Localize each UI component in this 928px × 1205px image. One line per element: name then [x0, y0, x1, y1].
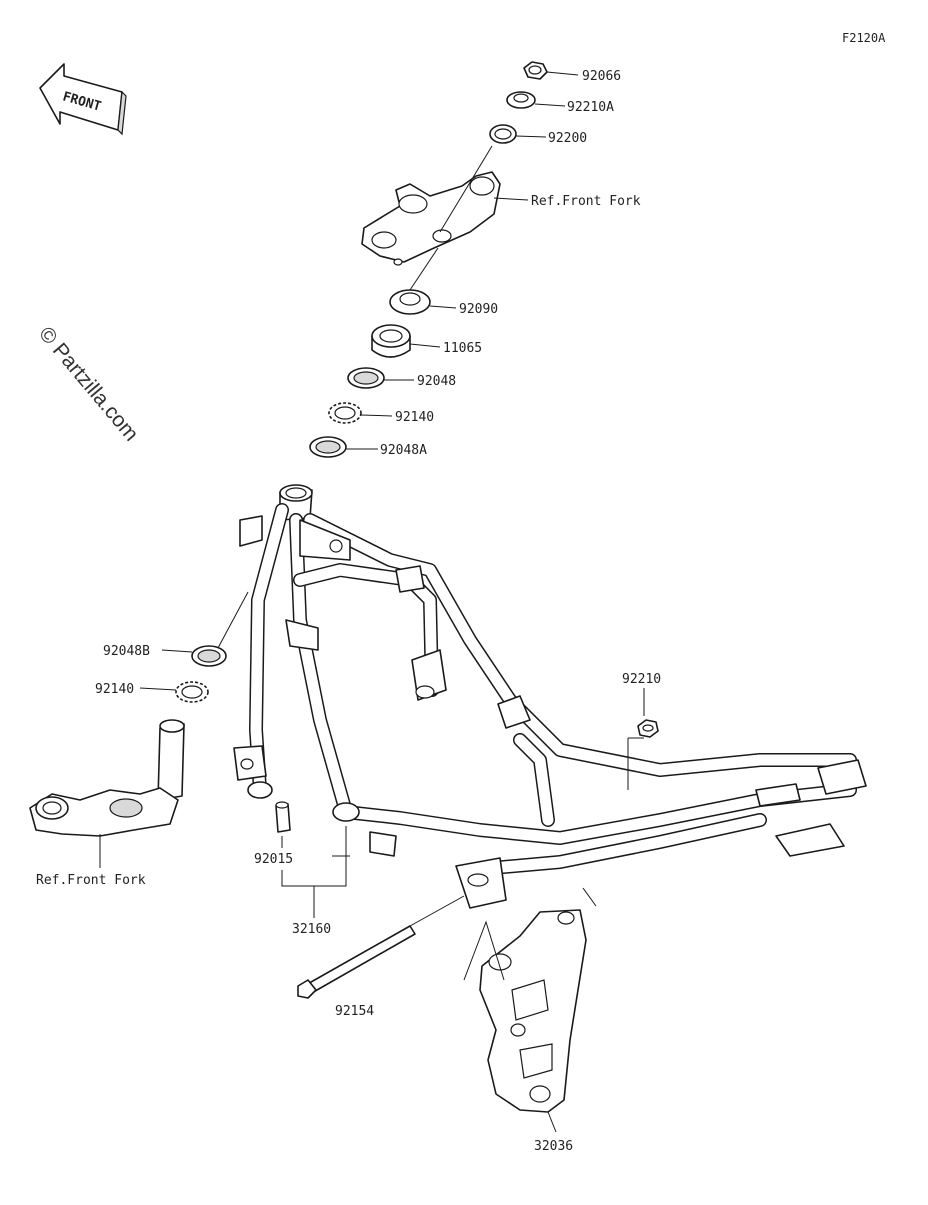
label-92048B: 92048B — [103, 644, 150, 659]
front-arrow-icon: FRONT — [39, 63, 127, 136]
label-92210: 92210 — [622, 672, 661, 687]
label-32036: 32036 — [534, 1139, 573, 1154]
bolt-92154 — [297, 925, 416, 999]
side-bracket-32036 — [479, 909, 587, 1113]
collar-92015 — [275, 801, 291, 833]
upper-triple-clamp — [361, 171, 501, 266]
label-92066: 92066 — [582, 69, 621, 84]
label-ref-front-fork-bottom: Ref.Front Fork — [36, 873, 146, 888]
watermark: © Partzilla.com — [34, 322, 143, 445]
stem-locknut-92090 — [389, 289, 431, 315]
washer-92200 — [489, 124, 517, 144]
label-92140-bottom: 92140 — [95, 682, 134, 697]
leader-lines — [99, 71, 645, 1133]
washer-92210A — [506, 91, 536, 109]
label-92048: 92048 — [417, 374, 456, 389]
label-ref-front-fork-top: Ref.Front Fork — [531, 194, 641, 209]
cap-11065 — [371, 324, 411, 358]
label-92048A: 92048A — [380, 443, 427, 458]
label-92200: 92200 — [548, 131, 587, 146]
race-92048A — [309, 436, 347, 458]
frame-32160 — [233, 484, 867, 909]
label-92015: 92015 — [254, 852, 293, 867]
label-32160: 32160 — [292, 922, 331, 937]
race-92048B — [191, 645, 227, 667]
ball-bearing-92140-bottom — [175, 681, 209, 703]
nut-92210 — [637, 719, 659, 738]
part-labels: 92066 92210A 92200 Ref.Front Fork 92090 … — [36, 69, 661, 1154]
label-92140-top: 92140 — [395, 410, 434, 425]
label-92154: 92154 — [335, 1004, 374, 1019]
label-92090: 92090 — [459, 302, 498, 317]
figure-code: F2120A — [842, 31, 886, 45]
race-92048 — [347, 367, 385, 389]
stem-nut-92066 — [523, 61, 548, 80]
ball-bearing-92140-top — [328, 402, 362, 424]
lower-triple-clamp — [29, 719, 185, 837]
label-11065: 11065 — [443, 341, 482, 356]
label-92210A: 92210A — [567, 100, 614, 115]
